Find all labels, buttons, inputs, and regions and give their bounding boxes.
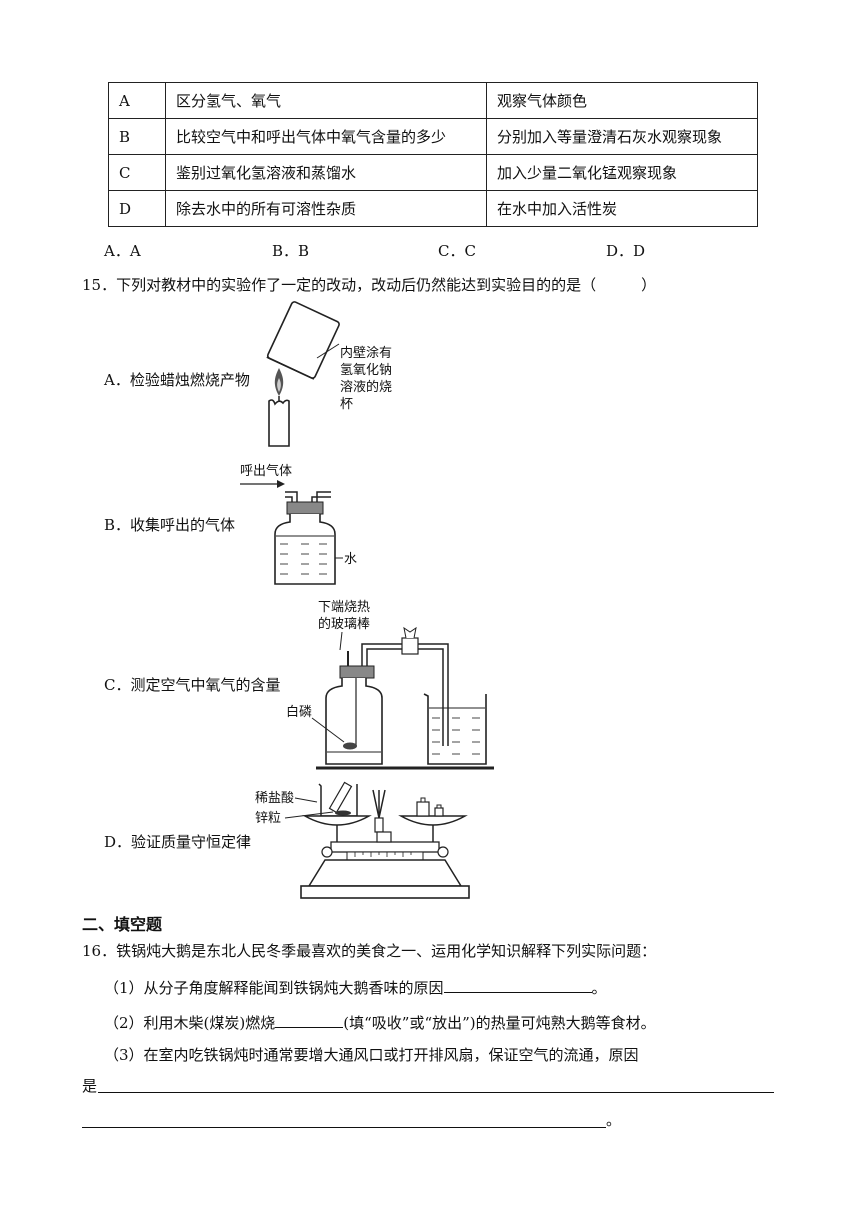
figure-gas-bottle: 呼出气体 水 bbox=[235, 458, 375, 592]
label-glass-rod-2: 的玻璃棒 bbox=[318, 616, 370, 632]
figure-oxygen-apparatus: 下端烧热 的玻璃棒 白磷 bbox=[280, 596, 500, 780]
q15-option-c: C．测定空气中氧气的含量 bbox=[104, 676, 281, 694]
figure-candle-beaker: 内壁涂有 氢氧化钠 溶液的烧 杯 bbox=[255, 300, 415, 456]
row-purpose: 比较空气中和呼出气体中氧气含量的多少 bbox=[165, 118, 487, 155]
row-purpose: 除去水中的所有可溶性杂质 bbox=[165, 190, 487, 227]
q15-option-a: A．检验蜡烛燃烧产物 bbox=[104, 371, 250, 389]
q16-sub1-text: （1）从分子角度解释能闻到铁锅炖大鹅香味的原因 bbox=[104, 979, 444, 997]
choice-a: A．A bbox=[104, 242, 141, 260]
row-method: 观察气体颜色 bbox=[486, 82, 758, 119]
label-glass-rod-1: 下端烧热 bbox=[318, 600, 370, 615]
label-water: 水 bbox=[344, 552, 357, 567]
q16-sub3-prefix: 是 bbox=[82, 1077, 98, 1095]
q16-sub2-end: (填“吸收”或“放出”)的热量可炖熟大鹅等食材。 bbox=[343, 1014, 656, 1032]
q16-sub3-end: 。 bbox=[606, 1111, 622, 1129]
row-label: B bbox=[108, 118, 166, 155]
choice-b: B．B bbox=[272, 242, 310, 260]
figure-balance: 稀盐酸 锌粒 bbox=[255, 780, 475, 906]
q16-sub3: （3）在室内吃铁锅炖时通常要增大通风口或打开排风扇，保证空气的流通，原因 bbox=[104, 1046, 639, 1064]
label-zinc: 锌粒 bbox=[255, 811, 281, 826]
q16-sub1: （1）从分子角度解释能闻到铁锅炖大鹅香味的原因 。 bbox=[104, 976, 607, 998]
table-row: D 除去水中的所有可溶性杂质 在水中加入活性炭 bbox=[108, 190, 758, 227]
row-label: D bbox=[108, 190, 166, 227]
table-row: A 区分氢气、氧气 观察气体颜色 bbox=[108, 82, 758, 119]
row-label: A bbox=[108, 82, 166, 119]
q16-sub2: （2）利用木柴(煤炭)燃烧 (填“吸收”或“放出”)的热量可炖熟大鹅等食材。 bbox=[104, 1011, 656, 1033]
q16-stem: 16．铁锅炖大鹅是东北人民冬季最喜欢的美食之一、运用化学知识解释下列实际问题： bbox=[82, 942, 657, 960]
q15-stem: 15．下列对教材中的实验作了一定的改动，改动后仍然能达到实验目的的是（ ） bbox=[82, 276, 657, 294]
choice-d: D．D bbox=[606, 242, 646, 260]
label-exhaled-gas: 呼出气体 bbox=[240, 463, 292, 479]
row-method: 在水中加入活性炭 bbox=[486, 190, 758, 227]
answer-blank-3a[interactable] bbox=[98, 1092, 774, 1093]
row-method: 分别加入等量澄清石灰水观察现象 bbox=[486, 118, 758, 155]
q16-sub1-end: 。 bbox=[591, 979, 607, 997]
row-label: C bbox=[108, 154, 166, 191]
row-purpose: 鉴别过氧化氢溶液和蒸馏水 bbox=[165, 154, 487, 191]
table-row: C 鉴别过氧化氢溶液和蒸馏水 加入少量二氧化锰观察现象 bbox=[108, 154, 758, 191]
row-purpose: 区分氢气、氧气 bbox=[165, 82, 487, 119]
answer-blank-3b[interactable] bbox=[82, 1127, 606, 1128]
label-beaker-1: 内壁涂有 bbox=[340, 345, 392, 361]
section-title: 二、填空题 bbox=[82, 915, 163, 934]
row-method: 加入少量二氧化锰观察现象 bbox=[486, 154, 758, 191]
q16-sub2-text: （2）利用木柴(煤炭)燃烧 bbox=[104, 1014, 276, 1032]
choice-c: C．C bbox=[438, 242, 476, 260]
q15-option-b: B．收集呼出的气体 bbox=[104, 516, 236, 534]
label-beaker-3: 溶液的烧 bbox=[340, 379, 392, 395]
answer-blank-2[interactable] bbox=[275, 1011, 344, 1028]
answer-blank-1[interactable] bbox=[443, 976, 592, 993]
label-white-phosphorus: 白磷 bbox=[286, 704, 312, 720]
label-beaker-2: 氢氧化钠 bbox=[340, 363, 392, 378]
table-row: B 比较空气中和呼出气体中氧气含量的多少 分别加入等量澄清石灰水观察现象 bbox=[108, 118, 758, 155]
q15-option-d: D．验证质量守恒定律 bbox=[104, 833, 252, 851]
label-beaker-4: 杯 bbox=[340, 397, 353, 412]
options-table: A 区分氢气、氧气 观察气体颜色 B 比较空气中和呼出气体中氧气含量的多少 分别… bbox=[108, 82, 758, 227]
label-hydrochloric-acid: 稀盐酸 bbox=[255, 791, 294, 806]
